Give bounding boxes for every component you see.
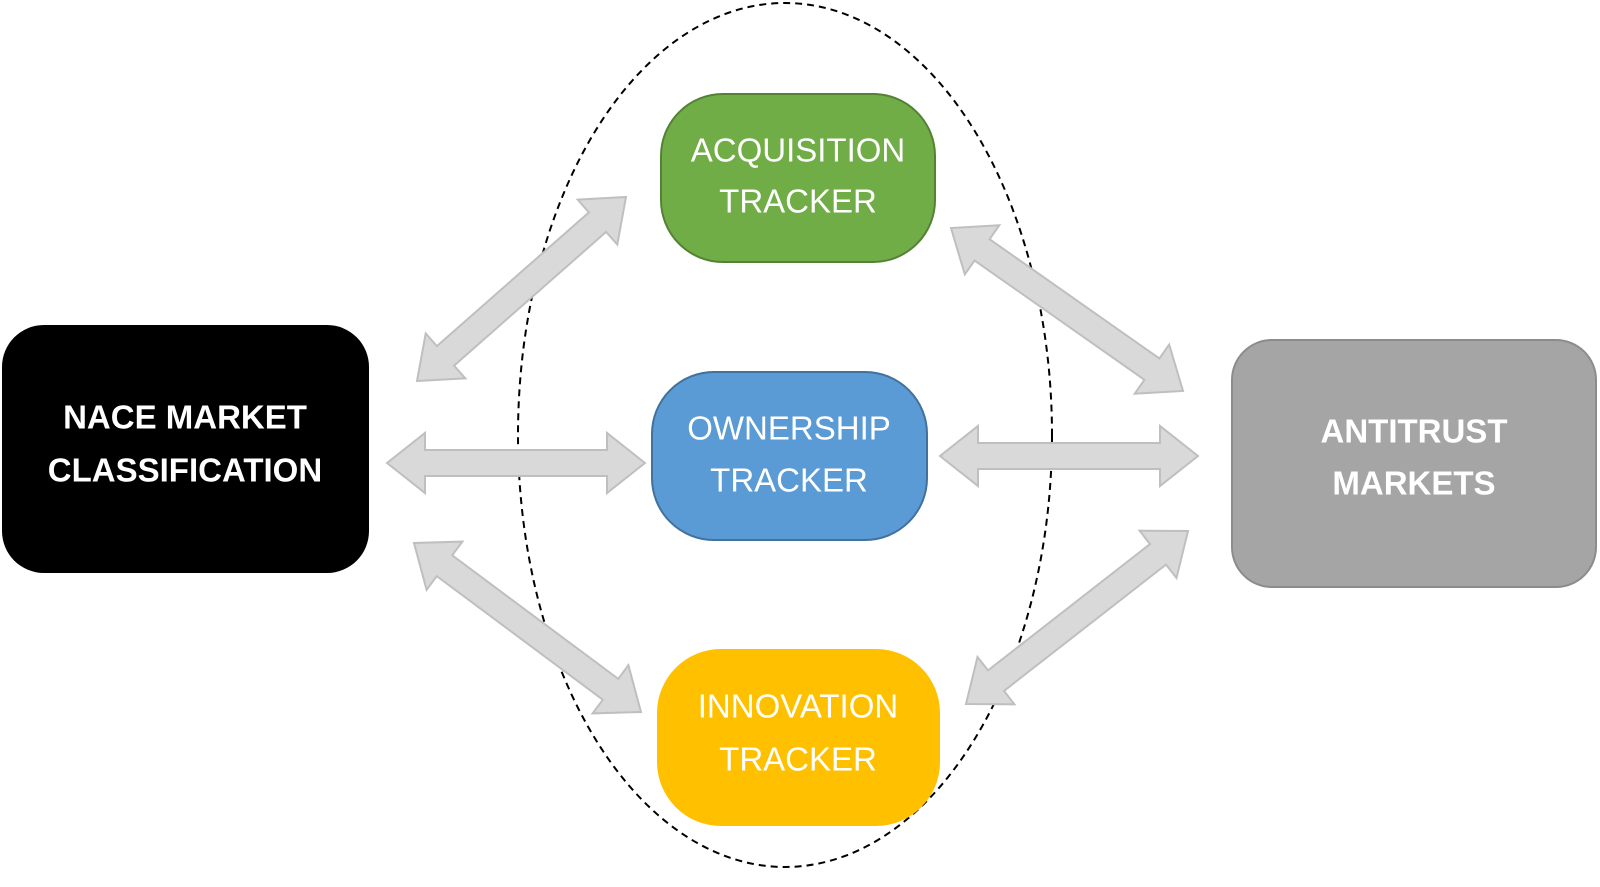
ownership-node-label-line1: OWNERSHIP [687, 410, 891, 447]
antitrust-node-label-line2: MARKETS [1332, 465, 1495, 502]
nace-node-box [2, 325, 369, 573]
antitrust-node-box [1231, 339, 1597, 588]
connector-arrows [385, 195, 1200, 715]
acquisition-node-label-line2: TRACKER [719, 183, 877, 220]
tracker-group-outline [517, 2, 1053, 868]
acquisition-node-box [660, 93, 936, 263]
arrow-innovation-antitrust [964, 529, 1190, 706]
innovation-tracker-node: INNOVATION TRACKER [657, 649, 940, 826]
nace-node-label-line1: NACE MARKET [63, 399, 307, 436]
acquisition-node-label-line1: ACQUISITION [691, 132, 906, 169]
innovation-node-box [657, 649, 940, 826]
arrow-acquisition-antitrust [949, 224, 1185, 395]
acquisition-tracker-node: ACQUISITION TRACKER [660, 93, 936, 263]
nace-node-label-line2: CLASSIFICATION [48, 452, 322, 489]
ownership-tracker-node: OWNERSHIP TRACKER [651, 371, 928, 541]
ownership-node-label-line2: TRACKER [710, 462, 868, 499]
arrow-nace-acquisition [415, 195, 628, 383]
antitrust-node-label-line1: ANTITRUST [1321, 413, 1508, 450]
arrow-nace-innovation [412, 540, 643, 715]
nace-market-classification-node: NACE MARKET CLASSIFICATION [2, 325, 369, 573]
antitrust-markets-node: ANTITRUST MARKETS [1231, 339, 1597, 588]
arrow-nace-ownership [385, 430, 647, 496]
ownership-node-box [651, 371, 928, 541]
innovation-node-label-line2: TRACKER [719, 741, 877, 778]
innovation-node-label-line1: INNOVATION [698, 688, 898, 725]
arrow-ownership-antitrust [938, 423, 1200, 489]
